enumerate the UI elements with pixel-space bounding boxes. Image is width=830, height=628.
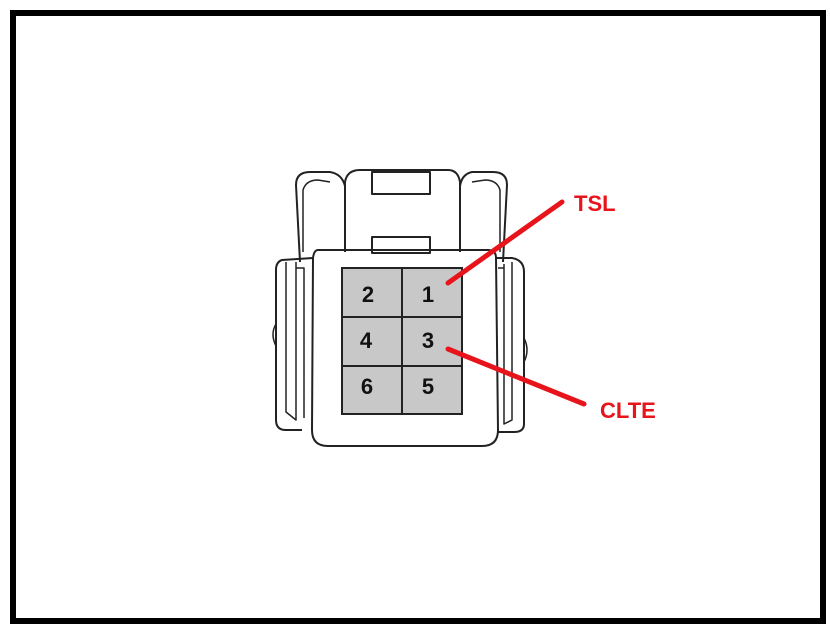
connector-diagram: 2 1 4 3 6 5 TSL CLTE bbox=[272, 169, 656, 447]
pin-6-label: 6 bbox=[361, 374, 373, 399]
pin-5-label: 5 bbox=[422, 374, 434, 399]
callouts: TSL CLTE bbox=[445, 191, 656, 423]
pin-2-label: 2 bbox=[362, 282, 374, 307]
pin-4-label: 4 bbox=[360, 328, 373, 353]
clte-label: CLTE bbox=[600, 398, 656, 423]
tsl-leader-line bbox=[445, 199, 565, 286]
pin-3-label: 3 bbox=[422, 328, 434, 353]
diagram-frame: 2 1 4 3 6 5 TSL CLTE bbox=[10, 10, 826, 624]
connector-top-left-tab bbox=[295, 171, 346, 263]
connector-latch bbox=[344, 169, 461, 252]
clte-leader-line bbox=[445, 346, 587, 407]
connector-left-clip bbox=[275, 257, 314, 431]
connector-body bbox=[272, 169, 528, 447]
connector-top-right-tab bbox=[459, 171, 508, 263]
pin-grid: 2 1 4 3 6 5 bbox=[341, 267, 463, 415]
tsl-label: TSL bbox=[574, 191, 616, 216]
connector-housing bbox=[311, 249, 499, 447]
pin-1-label: 1 bbox=[422, 282, 434, 307]
connector-right-clip bbox=[496, 257, 525, 433]
